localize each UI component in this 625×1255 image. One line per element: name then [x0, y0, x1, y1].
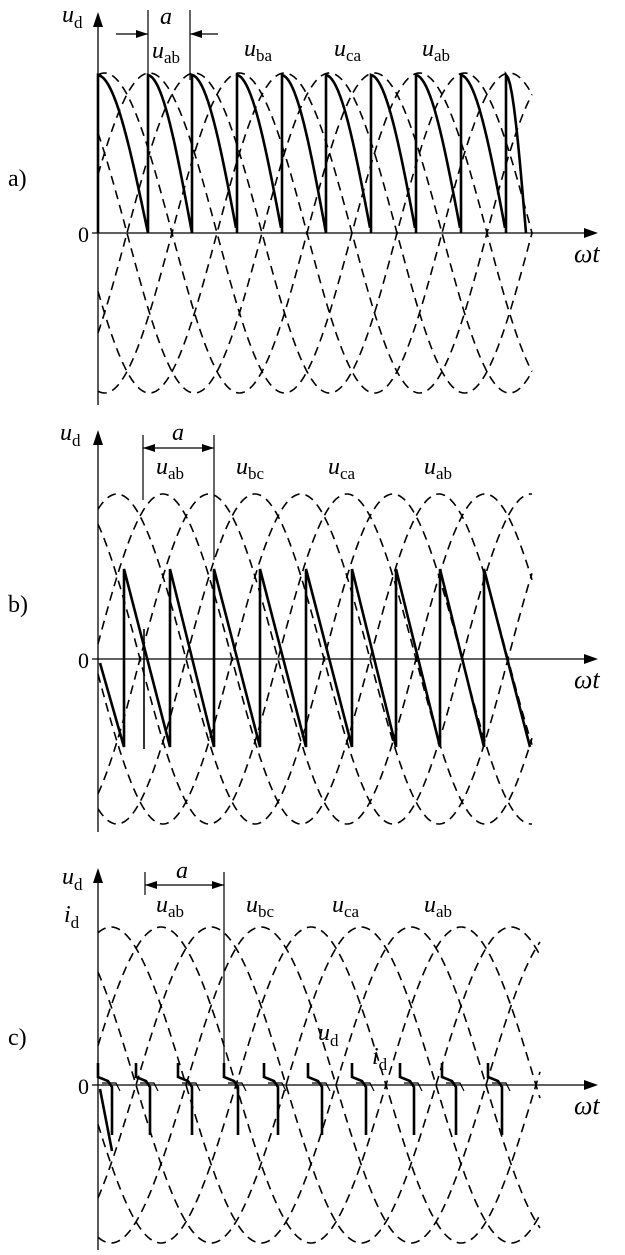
panel-c-ud-pulse-10: [486, 1063, 504, 1135]
panel-c-ud-start: [98, 1088, 114, 1152]
panel-c-sinusoid-5: [97, 926, 541, 1244]
panel-a-sinusoid-2: [97, 72, 533, 394]
panel-b: b) 0 ud ωt a uab ubc uca uab: [8, 420, 600, 832]
panel-c-ud-pulse-6: [306, 1063, 324, 1135]
panel-b-label: b): [8, 592, 28, 618]
panel-b-y-label: ud: [60, 420, 81, 450]
panel-c-id-pulse-5: [268, 1082, 287, 1092]
panel-c-phase-label-4: uab: [424, 892, 452, 921]
panel-c-label: c): [8, 1025, 27, 1051]
panel-b-alpha-label: a: [172, 420, 184, 446]
panel-c-ud-pulse-2: [134, 1063, 152, 1135]
panel-a-alpha-label: a: [160, 4, 172, 30]
panel-c-sinusoid-6: [97, 926, 541, 1244]
panel-c-id-pulse-4: [228, 1082, 247, 1092]
panel-c-id-pulse-7: [356, 1082, 375, 1092]
panel-c-alpha-label: a: [176, 858, 188, 884]
panel-b-ud-trace: [98, 568, 532, 748]
panel-c-ud-pulse-5: [262, 1063, 280, 1135]
panel-b-phase-label-1: uab: [156, 454, 184, 483]
panel-a-alpha-arrowhead-left: [136, 30, 148, 38]
panel-c-sinusoid-4: [97, 926, 541, 1244]
panel-a-sinusoid-3: [97, 72, 533, 394]
panel-b-alpha-arrowhead-left: [143, 444, 155, 452]
panel-c-ud-pulse-9: [440, 1063, 458, 1135]
panel-c-y-arrow: [93, 868, 103, 883]
panel-a-label: a): [8, 166, 27, 192]
panel-b-sinusoid-6: [97, 493, 533, 825]
panel-c: c) 0 ud id ωt a uab ubc uca uab ud id: [8, 858, 600, 1250]
panel-c-x-label: ωt: [574, 1091, 600, 1120]
panel-b-alpha-arrowhead-right: [202, 444, 214, 452]
panel-a-sinusoid-1: [97, 72, 533, 394]
panel-a-dashed-sinusoids: [97, 72, 533, 394]
panel-c-id-pulse-3: [182, 1082, 201, 1092]
panel-c-phase-label-1: uab: [156, 892, 184, 921]
panel-b-phase-label-4: uab: [424, 454, 452, 483]
panel-a-sinusoid-6: [97, 72, 533, 394]
panel-c-id-pulse-10: [492, 1082, 511, 1092]
panel-c-dashed-sinusoids: [97, 926, 541, 1244]
panel-b-x-arrow: [584, 654, 598, 664]
panel-c-y-label-2: id: [64, 902, 80, 932]
panel-c-phase-label-3: uca: [332, 892, 360, 921]
panel-a-x-label: ωt: [574, 239, 600, 268]
panel-a-sinusoid-5: [97, 72, 533, 394]
panel-a-phase-label-4: uab: [422, 36, 450, 65]
panel-c-sinusoid-1: [97, 926, 541, 1244]
panel-c-id-pulse-1: [102, 1082, 121, 1092]
panel-c-ud-pulse-3: [176, 1063, 194, 1135]
panel-c-ud-pulse-4: [222, 1063, 240, 1135]
panel-c-id-pulse-2: [140, 1082, 159, 1092]
panel-c-x-arrow: [584, 1080, 598, 1090]
panel-c-ud-pulse-8: [398, 1063, 416, 1135]
panel-b-phase-label-2: ubc: [236, 454, 265, 483]
panel-b-phase-label-3: uca: [328, 454, 356, 483]
panel-b-output-voltage: [98, 568, 532, 749]
panel-b-x-label: ωt: [574, 665, 600, 694]
panel-a: a) 0 ud ωt a uab uba uca uab: [8, 2, 600, 405]
panel-c-sinusoid-2: [97, 926, 541, 1244]
panel-c-ud-pulse-7: [350, 1063, 368, 1135]
panel-b-y-arrow: [93, 430, 103, 445]
panel-b-origin: 0: [78, 648, 89, 673]
panel-c-id-pulse-8: [404, 1082, 423, 1092]
panel-a-y-arrow: [93, 12, 103, 27]
panel-a-phase-label-3: uca: [334, 36, 362, 65]
panel-b-sinusoid-4: [97, 493, 533, 825]
panel-c-ud-pulse-1: [96, 1063, 114, 1135]
panel-c-id-pulse-9: [446, 1082, 465, 1092]
panel-a-ud-trace: [96, 71, 528, 234]
panel-c-id-pulse-6: [312, 1082, 331, 1092]
panel-c-alpha-arrowhead-left: [145, 881, 157, 889]
panel-b-sinusoid-5: [97, 493, 532, 825]
panel-c-phase-label-2: ubc: [246, 892, 275, 921]
panel-c-y-label: ud: [62, 864, 83, 894]
panel-c-alpha-arrowhead-right: [212, 881, 224, 889]
panel-a-phase-label-2: uba: [244, 36, 273, 65]
panel-b-sinusoid-3: [97, 493, 533, 825]
panel-c-ud-curve-label: ud: [318, 1020, 339, 1050]
panel-c-output-waveforms: [96, 1063, 511, 1152]
panel-c-id-curve-label: id: [372, 1044, 388, 1074]
panel-c-sinusoid-3: [97, 926, 541, 1244]
panel-a-phase-label-1: uab: [152, 38, 180, 67]
panel-a-sinusoid-4: [97, 72, 533, 394]
panel-c-origin: 0: [78, 1074, 89, 1099]
panel-a-origin: 0: [78, 222, 89, 247]
panel-a-output-voltage: [96, 71, 528, 234]
panel-a-alpha-arrowhead-right: [190, 30, 202, 38]
panel-a-x-arrow: [584, 228, 598, 238]
panel-a-y-label: ud: [62, 2, 83, 32]
panel-b-sinusoid-1: [97, 493, 533, 825]
